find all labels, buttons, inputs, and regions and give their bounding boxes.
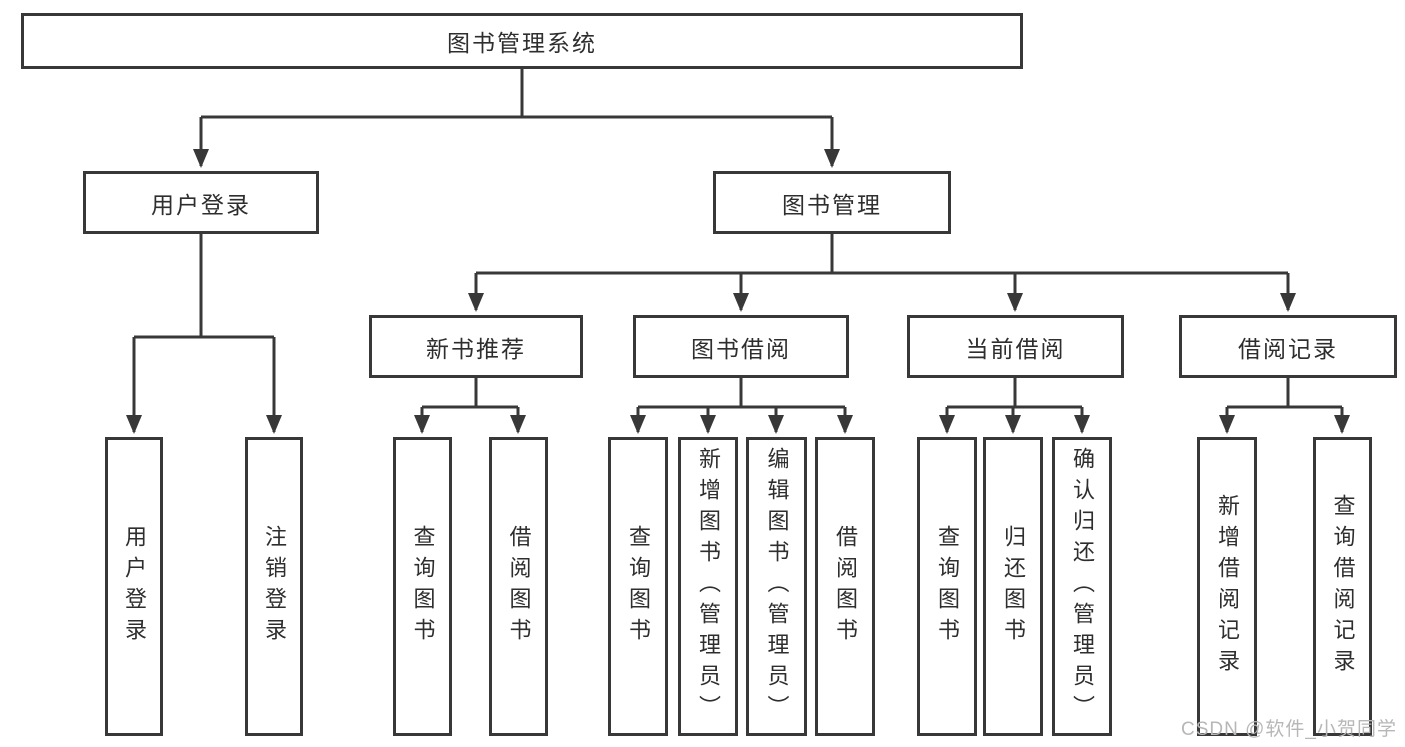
leaf-borrow-add-book-admin: 新增图书（管理员） bbox=[678, 437, 738, 736]
node-book-borrow: 图书借阅 bbox=[633, 315, 849, 378]
leaf-logout-login: 注销登录 bbox=[245, 437, 303, 736]
node-user-login-label: 用户登录 bbox=[151, 191, 251, 218]
leaf-recommend-query-book-label: 查询图书 bbox=[410, 524, 436, 649]
leaf-borrow-borrow-book: 借阅图书 bbox=[815, 437, 875, 736]
node-root-label: 图书管理系统 bbox=[447, 30, 597, 56]
node-book-borrow-label: 图书借阅 bbox=[691, 335, 791, 362]
node-borrow-record-label: 借阅记录 bbox=[1238, 335, 1338, 362]
leaf-record-query-borrow-record-label: 查询借阅记录 bbox=[1330, 493, 1356, 680]
leaf-record-query-borrow-record: 查询借阅记录 bbox=[1313, 437, 1372, 736]
csdn-watermark: CSDN @软件_小贺同学 bbox=[1181, 719, 1397, 740]
node-new-book-recommend-label: 新书推荐 bbox=[426, 335, 526, 362]
leaf-current-query-book: 查询图书 bbox=[917, 437, 977, 736]
leaf-logout-login-label: 注销登录 bbox=[262, 524, 287, 649]
node-borrow-record: 借阅记录 bbox=[1179, 315, 1397, 378]
node-root: 图书管理系统 bbox=[21, 13, 1023, 69]
node-book-management-label: 图书管理 bbox=[782, 191, 882, 218]
leaf-current-confirm-return-admin: 确认归还（管理员） bbox=[1052, 437, 1112, 736]
leaf-current-return-book-label: 归还图书 bbox=[1001, 524, 1026, 649]
leaf-recommend-borrow-book-label: 借阅图书 bbox=[506, 524, 532, 649]
leaf-recommend-borrow-book: 借阅图书 bbox=[489, 437, 548, 736]
leaf-current-query-book-label: 查询图书 bbox=[935, 524, 960, 649]
leaf-borrow-query-book: 查询图书 bbox=[608, 437, 668, 736]
node-current-borrow: 当前借阅 bbox=[907, 315, 1124, 378]
leaf-borrow-edit-book-admin-label: 编辑图书（管理员） bbox=[764, 447, 790, 726]
node-user-login: 用户登录 bbox=[83, 171, 319, 234]
leaf-recommend-query-book: 查询图书 bbox=[393, 437, 452, 736]
node-book-management: 图书管理 bbox=[713, 171, 951, 234]
leaf-user-login: 用户登录 bbox=[105, 437, 163, 736]
leaf-borrow-borrow-book-label: 借阅图书 bbox=[833, 524, 858, 649]
leaf-user-login-label: 用户登录 bbox=[122, 524, 147, 649]
leaf-borrow-query-book-label: 查询图书 bbox=[626, 524, 651, 649]
leaf-current-confirm-return-admin-label: 确认归还（管理员） bbox=[1070, 447, 1095, 726]
leaf-borrow-edit-book-admin: 编辑图书（管理员） bbox=[746, 437, 807, 736]
leaf-record-add-borrow-record: 新增借阅记录 bbox=[1197, 437, 1257, 736]
leaf-record-add-borrow-record-label: 新增借阅记录 bbox=[1215, 493, 1240, 680]
node-current-borrow-label: 当前借阅 bbox=[965, 335, 1066, 362]
leaf-borrow-add-book-admin-label: 新增图书（管理员） bbox=[696, 447, 721, 726]
leaf-current-return-book: 归还图书 bbox=[983, 437, 1043, 736]
node-new-book-recommend: 新书推荐 bbox=[369, 315, 583, 378]
